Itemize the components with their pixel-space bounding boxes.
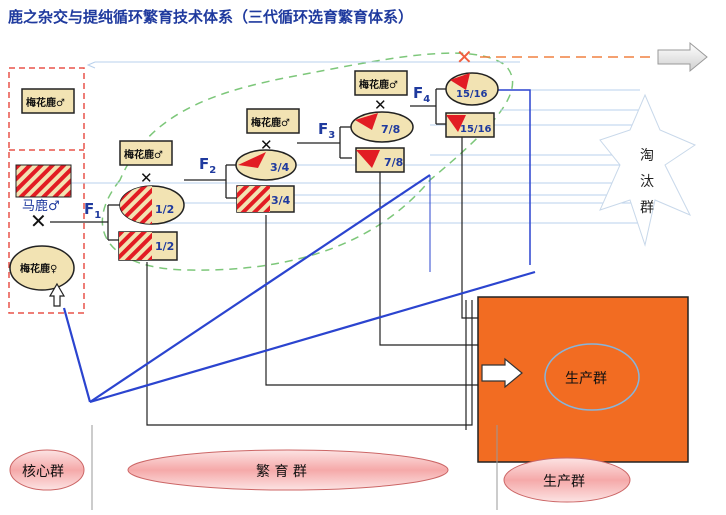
meihua-male-card-f3: 梅花鹿♂ [354, 70, 408, 96]
meihua-male-card-f1: 梅花鹿♂ [119, 140, 173, 166]
cull-label-3: 群 [640, 200, 654, 216]
svg-text:3/4: 3/4 [271, 194, 291, 207]
svg-text:1/2: 1/2 [155, 240, 174, 253]
f3-label: F3 [318, 120, 335, 141]
f3-connectors [297, 126, 352, 159]
breeding-group-ellipse [127, 449, 449, 491]
cross-icon-f4: ✕ [374, 96, 387, 114]
f1-female-ellipse: 1/2 [119, 185, 185, 225]
svg-text:3/4: 3/4 [270, 161, 290, 174]
core-group-label: 核心群 [22, 464, 64, 480]
f2-label: F2 [199, 155, 216, 176]
cull-label-2: 汰 [640, 174, 654, 190]
f4-female-ellipse: 15/16 [445, 72, 499, 106]
f1-male-card: 1/2 [118, 231, 178, 261]
f2-female-ellipse: 3/4 [235, 149, 297, 181]
f4-label: F4 [413, 84, 430, 105]
malu-male-label: 马鹿♂ [22, 198, 60, 214]
core-feedback-lines [62, 89, 536, 404]
cross-icon-f1: ✕ [30, 209, 47, 233]
top-cross-icon: ✕ [456, 45, 473, 69]
cull-group-star [599, 93, 697, 247]
up-arrow-icon [48, 282, 66, 307]
meihua-female-ellipse: 梅花鹿♀ [9, 245, 75, 291]
production-group-ellipse [503, 457, 631, 503]
svg-text:梅花鹿♂: 梅花鹿♂ [26, 96, 65, 109]
breeding-group-loop [101, 52, 514, 271]
f4-male-card: 15/16 [445, 112, 495, 138]
meihua-male-card-f2: 梅花鹿♂ [246, 108, 300, 134]
f2-male-card: 3/4 [236, 185, 295, 213]
cull-flow-lines [70, 61, 640, 224]
svg-text:梅花鹿♂: 梅花鹿♂ [124, 148, 163, 161]
svg-text:15/16: 15/16 [460, 124, 492, 135]
svg-text:梅花鹿♀: 梅花鹿♀ [20, 262, 57, 275]
svg-text:7/8: 7/8 [381, 123, 400, 136]
meihua-male-card-core: 梅花鹿♂ [21, 88, 75, 114]
f1-label: F1 [84, 200, 101, 221]
breeding-group-label: 繁 育 群 [256, 464, 307, 480]
production-inner-label: 生产群 [565, 371, 607, 387]
page-title: 鹿之杂交与提纯循环繁育技术体系（三代循环选育繁育体系） [8, 8, 413, 26]
production-inner-ellipse [544, 343, 640, 411]
production-entry-arrow-icon [481, 357, 523, 389]
svg-text:7/8: 7/8 [384, 156, 403, 169]
f3-male-card: 7/8 [355, 147, 405, 173]
core-group-ellipse [9, 449, 85, 491]
f3-female-ellipse: 7/8 [350, 111, 414, 143]
svg-text:梅花鹿♂: 梅花鹿♂ [359, 78, 398, 91]
cross-icon-f2: ✕ [140, 169, 153, 187]
f4-connectors [410, 88, 447, 125]
svg-text:15/16: 15/16 [456, 89, 488, 100]
svg-text:1/2: 1/2 [155, 203, 174, 216]
cull-label-1: 淘 [640, 148, 654, 164]
svg-text:梅花鹿♂: 梅花鹿♂ [251, 116, 290, 129]
production-group-label: 生产群 [543, 474, 585, 490]
top-right-arrow-icon [657, 41, 708, 73]
production-connection-lines [146, 135, 478, 430]
malu-male-card [15, 164, 72, 198]
